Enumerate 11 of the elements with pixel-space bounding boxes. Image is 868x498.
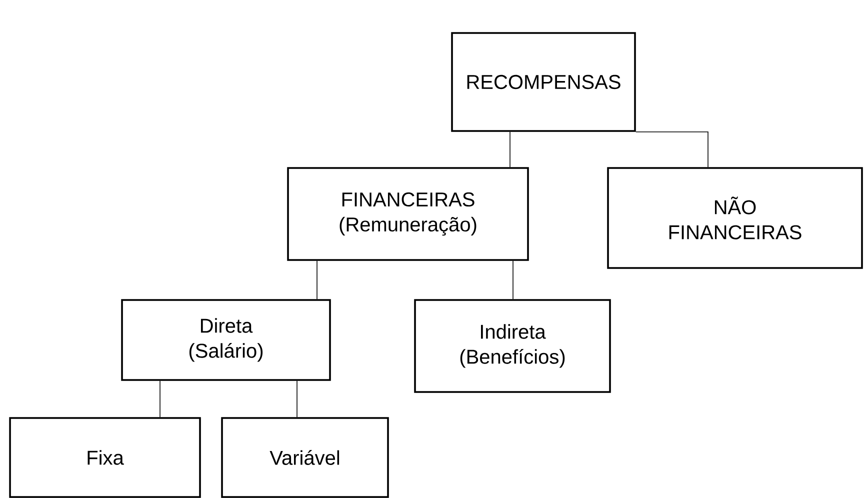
connector-line: [512, 260, 514, 300]
category-box: Fixa: [9, 417, 201, 498]
category-box: Indireta (Benefícios): [414, 299, 611, 393]
category-box: NÃO FINANCEIRAS: [607, 167, 863, 269]
category-box: FINANCEIRAS (Remuneração): [287, 167, 529, 261]
connector-line: [296, 380, 298, 418]
category-box: RECOMPENSAS: [451, 32, 636, 132]
connector-line: [316, 260, 318, 300]
category-box: Direta (Salário): [121, 299, 331, 381]
category-box: Variável: [221, 417, 389, 498]
connector-line: [636, 132, 708, 168]
